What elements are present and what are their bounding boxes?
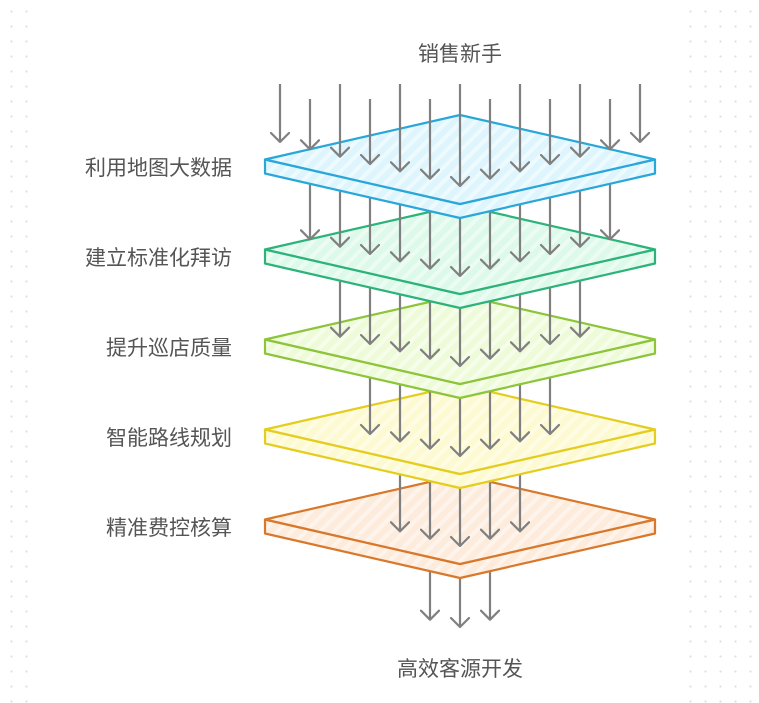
- output-label-efficient-customer-development: 高效客源开发: [397, 657, 523, 681]
- flow-arrow-tier-1: [629, 84, 651, 144]
- flow-arrow-tier-1: [389, 84, 411, 173]
- flow-arrow-tier-1: [539, 99, 561, 166]
- flow-arrow-tier-1: [359, 99, 381, 166]
- flow-arrow-tier-1: [419, 99, 441, 180]
- flow-arrow-tier-1: [269, 84, 291, 144]
- layer-label-4: 智能路线规划: [106, 426, 232, 450]
- flow-arrow-tier-1: [509, 84, 531, 173]
- layer-label-1: 利用地图大数据: [85, 156, 232, 180]
- flow-arrow-tier-1: [479, 99, 501, 180]
- layer-label-2: 建立标准化拜访: [85, 246, 232, 270]
- flow-arrow-tier-1: [569, 84, 591, 158]
- input-label-sales-novice: 销售新手: [418, 42, 502, 66]
- dotted-background-left: [0, 0, 30, 703]
- layer-label-3: 提升巡店质量: [106, 336, 232, 360]
- flow-arrow-tier-1: [599, 99, 621, 151]
- dotted-background-right: [679, 0, 759, 703]
- flow-arrow-tier-1: [299, 99, 321, 151]
- flow-arrow-tier-1: [449, 84, 471, 188]
- layer-label-5: 精准费控核算: [106, 516, 232, 540]
- flow-arrow-tier-1: [329, 84, 351, 158]
